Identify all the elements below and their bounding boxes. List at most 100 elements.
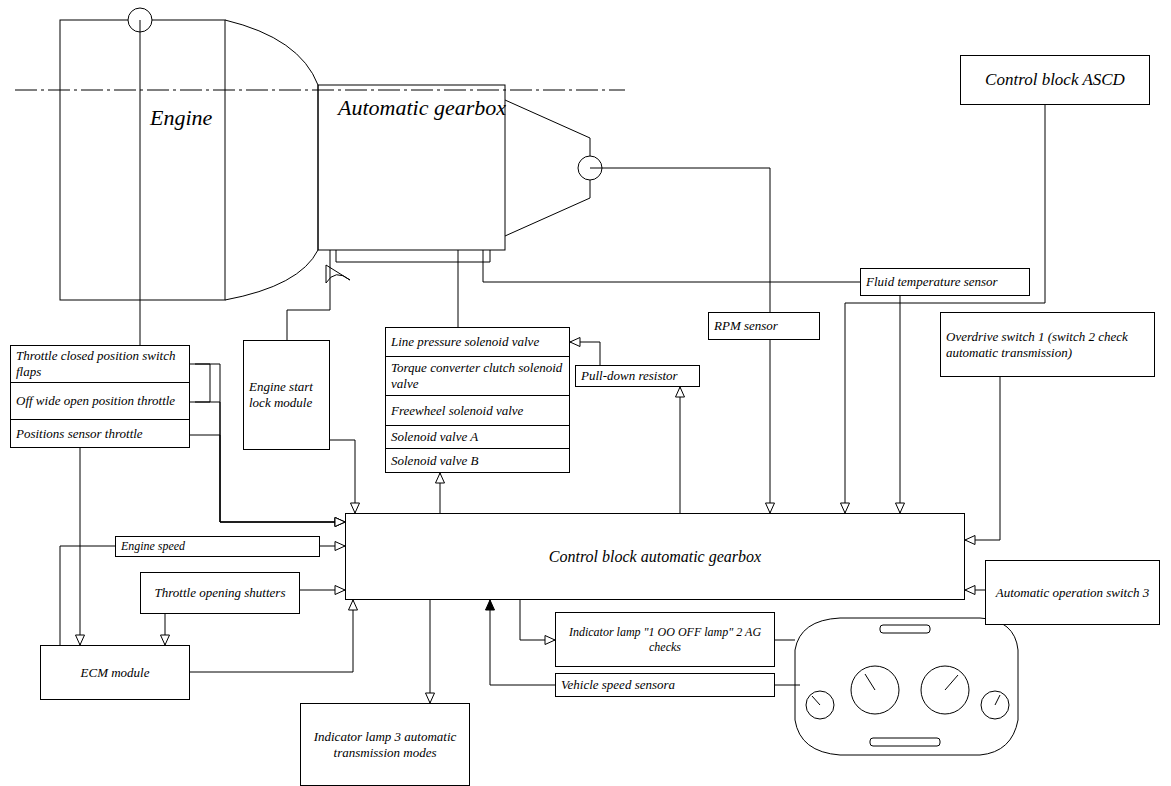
box-label: Throttle opening shutters — [155, 585, 286, 601]
arrow-head — [335, 518, 345, 527]
arrow-head — [349, 600, 358, 610]
box-label: Engine speed — [121, 539, 185, 553]
connector-line — [430, 600, 431, 703]
component-box: Freewheel solenoid valve — [385, 395, 570, 426]
arrow-head — [896, 503, 905, 513]
connector-line — [490, 600, 555, 685]
signal-connector — [60, 546, 115, 645]
signal-connector — [330, 440, 360, 513]
signal-connector — [486, 600, 556, 685]
box-label: Control block ASCD — [985, 70, 1125, 90]
component-box: Solenoid valve A — [385, 425, 570, 449]
component-box: Indicator lamp "1 OO OFF lamp" 2 AG chec… — [555, 612, 775, 667]
signal-connector — [300, 586, 345, 595]
connector-line — [965, 377, 1000, 540]
box-label: ECM module — [81, 665, 150, 681]
connector-line — [520, 600, 555, 640]
box-label: Automatic gearbox — [338, 95, 506, 121]
connector-line — [845, 105, 1045, 513]
box-label: Engine start lock module — [249, 379, 324, 410]
component-box: Control block automatic gearbox — [345, 513, 965, 600]
box-label: Vehicle speed sensora — [561, 677, 675, 693]
connector-line — [680, 387, 681, 513]
instrument-cluster — [795, 618, 1018, 755]
box-label: Line pressure solenoid valve — [391, 334, 539, 350]
arrow-head — [965, 586, 975, 595]
arrow-head — [335, 586, 345, 595]
assembly-label-area: Engine — [60, 20, 225, 300]
bell-housing — [225, 20, 318, 300]
box-label: Automatic operation switch 3 — [996, 585, 1149, 601]
box-label: Overdrive switch 1 (switch 2 check autom… — [946, 329, 1149, 360]
signal-connector — [896, 296, 905, 513]
box-label: Solenoid valve B — [391, 453, 478, 469]
component-box: Line pressure solenoid valve — [385, 327, 570, 357]
component-box: Fluid temperature sensor — [860, 268, 1030, 296]
center-line — [15, 90, 625, 91]
component-box: Solenoid valve B — [385, 448, 570, 473]
box-label: Off wide open position throttle — [16, 393, 175, 409]
box-label: Freewheel solenoid valve — [391, 403, 523, 419]
component-box: Control block ASCD — [960, 55, 1150, 105]
signal-connector — [140, 20, 141, 345]
connector-line — [287, 250, 330, 340]
box-label: Pull-down resistor — [581, 368, 678, 384]
box-label: Control block automatic gearbox — [549, 547, 761, 566]
component-box: Vehicle speed sensora — [555, 673, 775, 697]
box-label: Engine — [150, 105, 212, 131]
signal-connector — [965, 586, 985, 595]
component-box: Overdrive switch 1 (switch 2 check autom… — [940, 312, 1155, 377]
signal-connector — [965, 377, 1000, 545]
arrow-head — [335, 518, 345, 527]
connector-line — [60, 546, 115, 645]
signal-connector — [676, 387, 685, 513]
connector-line — [140, 20, 141, 345]
component-box: Indicator lamp 3 automatic transmission … — [300, 703, 470, 786]
box-label: RPM sensor — [714, 318, 778, 334]
speed-wire — [775, 685, 800, 686]
arrow-head — [676, 387, 685, 397]
oil-pan-bracket — [336, 250, 490, 262]
component-box: Engine speed — [115, 536, 320, 557]
connector-line — [570, 342, 600, 365]
component-box: Positions sensor throttle — [10, 419, 190, 448]
arrow-head — [965, 536, 975, 545]
arrow-head — [436, 473, 445, 483]
signal-connector — [841, 105, 1046, 513]
signal-connector — [570, 338, 600, 366]
lamp-wire — [775, 640, 795, 641]
arrow-head — [351, 503, 360, 513]
arrow-head — [486, 600, 495, 610]
connector-line — [590, 168, 770, 312]
signal-connector — [426, 600, 435, 703]
connector-line — [330, 440, 355, 513]
connector-line — [483, 250, 860, 282]
throttle-bracket — [195, 364, 210, 402]
component-box: Automatic operation switch 3 — [985, 560, 1160, 625]
arrow-head — [161, 635, 170, 645]
box-label: Fluid temperature sensor — [866, 274, 998, 290]
signal-connector — [436, 473, 445, 513]
component-box: Pull-down resistor — [575, 365, 700, 387]
assembly-label-area: Automatic gearbox — [318, 85, 590, 250]
component-box: Engine start lock module — [243, 340, 330, 450]
signal-connector — [483, 250, 860, 282]
engine-outline — [60, 20, 225, 300]
connector-line — [900, 296, 901, 513]
arrow-head — [545, 636, 555, 645]
arrow-head — [570, 338, 580, 347]
signal-connector — [520, 600, 555, 645]
component-box: Off wide open position throttle — [10, 382, 190, 420]
signal-connector — [766, 340, 775, 513]
arrow-head — [766, 503, 775, 513]
component-box: ECM module — [40, 645, 190, 700]
arrow-head — [841, 503, 850, 513]
box-label: Throttle closed position switch flaps — [16, 348, 184, 379]
signal-connector — [590, 168, 770, 312]
signal-connector — [458, 250, 459, 327]
arrow-head — [426, 693, 435, 703]
gearbox-tail — [505, 100, 590, 236]
component-box: Throttle closed position switch flaps — [10, 345, 190, 383]
arrow-head — [76, 635, 85, 645]
